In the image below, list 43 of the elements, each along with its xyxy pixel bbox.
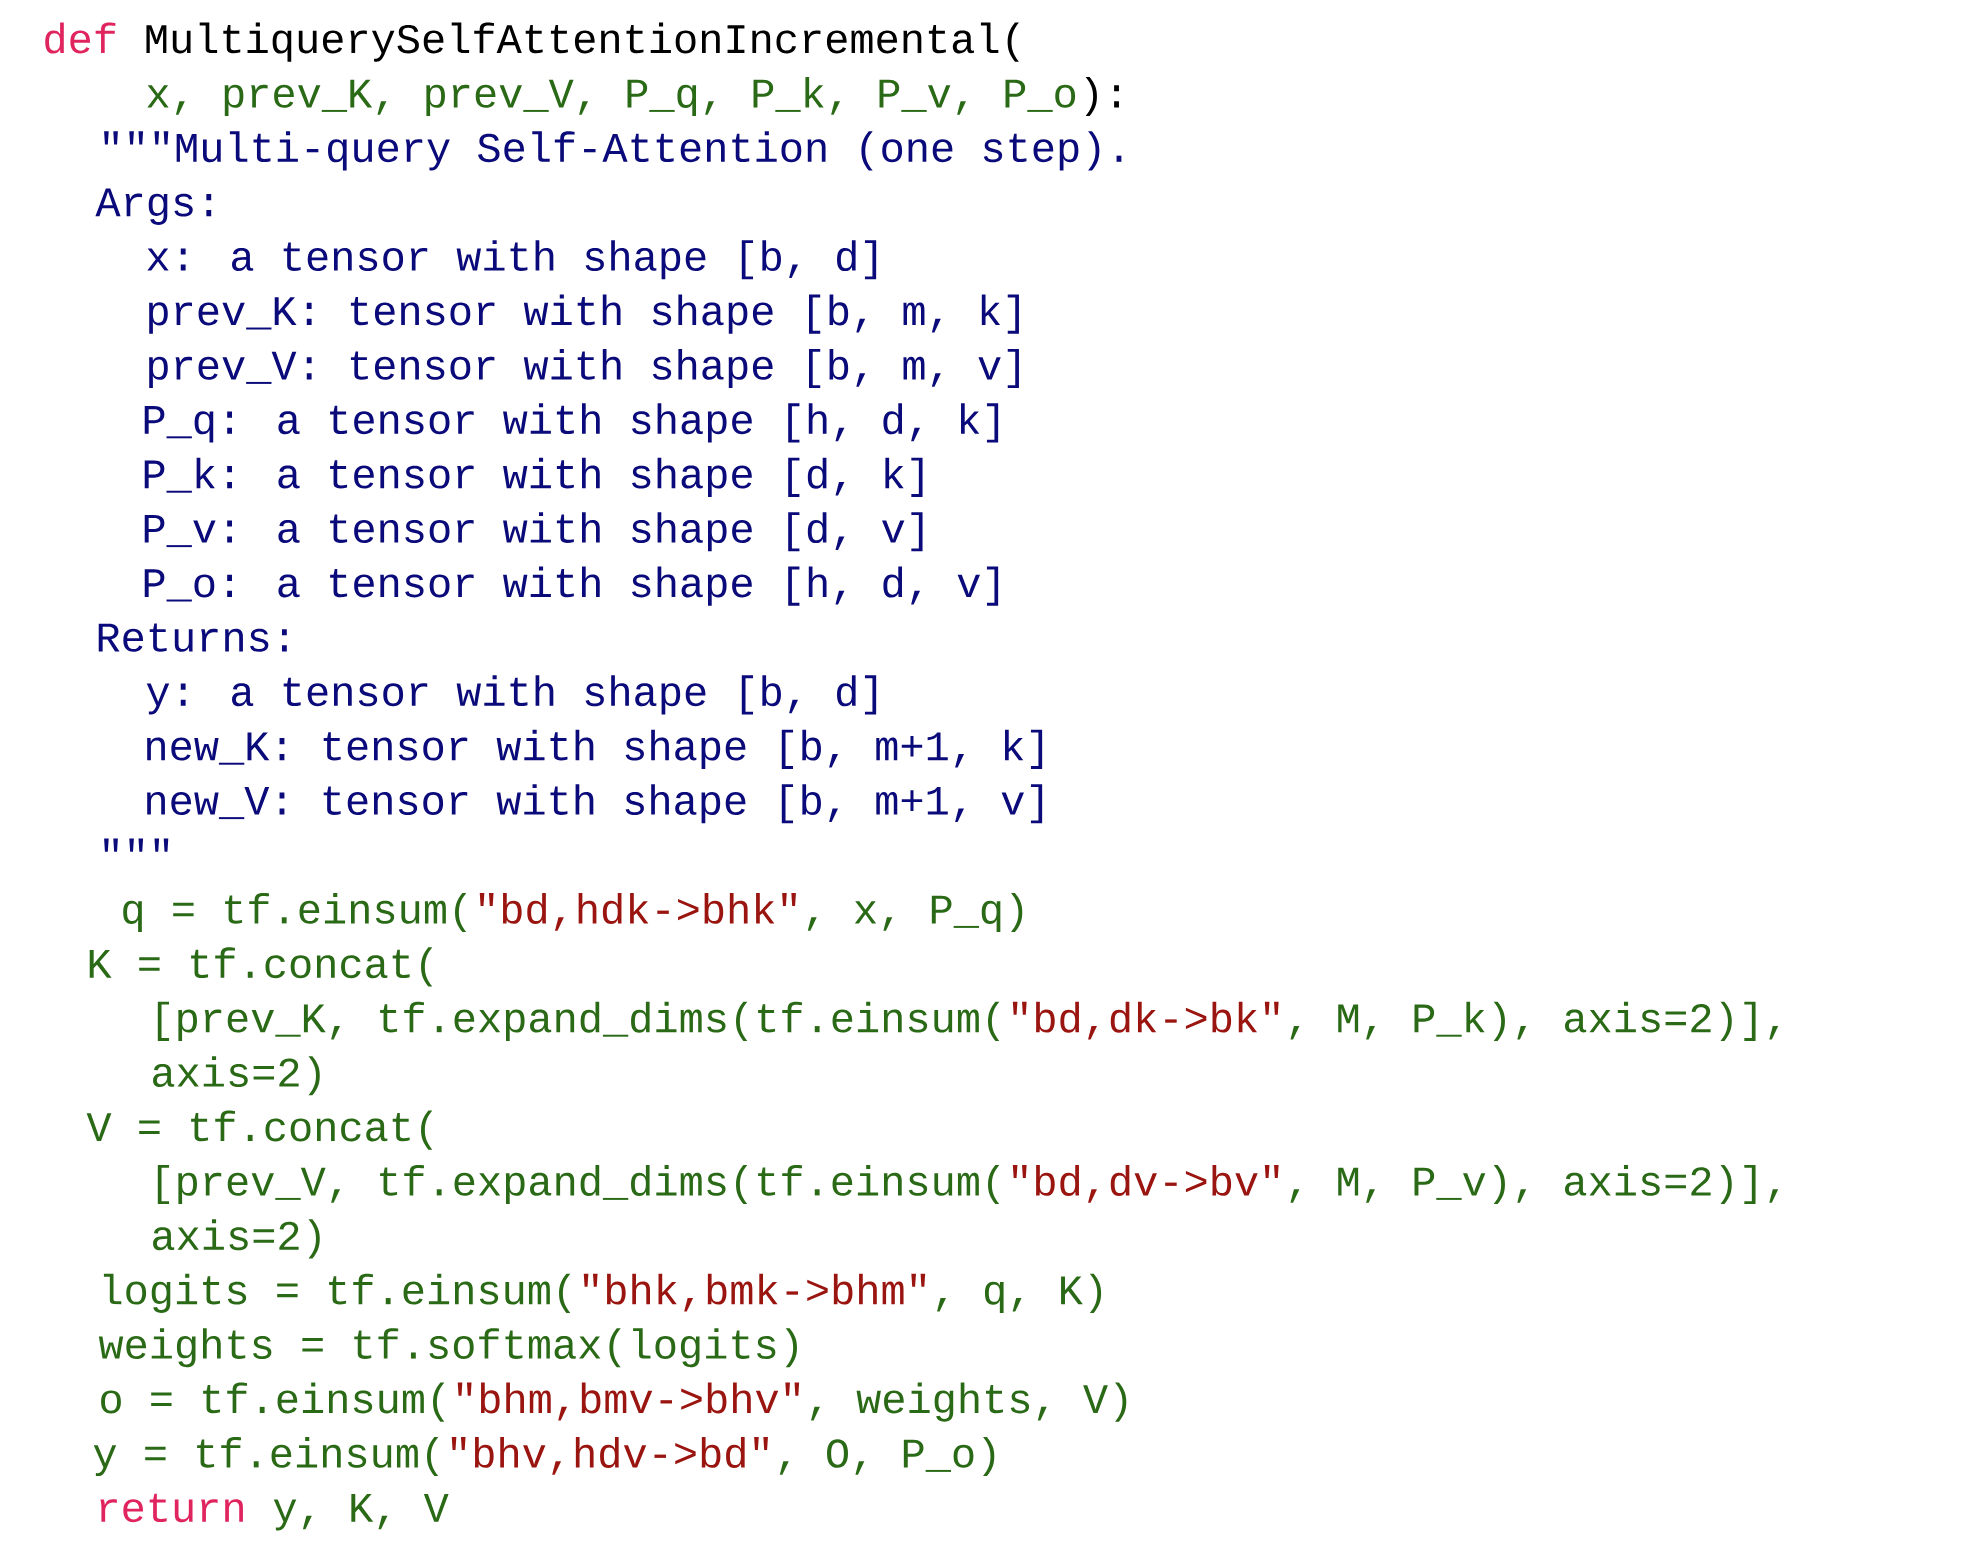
code-text: [prev_K, tf.expand_dims(tf.einsum( bbox=[157, 1001, 1000, 1041]
docstring-text: prev_V: tensor with shape [b, m, v] bbox=[149, 349, 1019, 389]
code-text: x, prev_K, prev_V, P_q, P_k, P_v, P_o bbox=[147, 77, 1076, 117]
code-text: [prev_V, tf.expand_dims(tf.einsum( bbox=[157, 1165, 1000, 1205]
string-literal: "bd,hdk->bhk" bbox=[479, 893, 796, 931]
code-text: o = tf.einsum( bbox=[101, 1382, 445, 1422]
code-text: axis=2) bbox=[153, 1056, 320, 1096]
string-literal: "bhk,bmk->bhm" bbox=[583, 1273, 926, 1312]
code-text: q = tf.einsum( bbox=[123, 893, 467, 933]
string-literal: "bd,dv->bv" bbox=[1012, 1165, 1279, 1203]
docstring-text: P_q: a tensor with shape [h, d, k] bbox=[144, 403, 999, 443]
docstring-text: Args: bbox=[95, 188, 212, 225]
code-text: , M, P_k), axis=2)], bbox=[1290, 1001, 1779, 1041]
docstring-text: y: a tensor with shape [b, d] bbox=[146, 675, 877, 715]
docstring-text: """ bbox=[104, 838, 169, 852]
string-literal: "bhv,hdv->bd" bbox=[451, 1437, 768, 1475]
docstring-text: """Multi-query Self-Attention (one step). bbox=[104, 131, 1122, 171]
docstring-text: Returns: bbox=[98, 623, 287, 652]
code-text: , q, K) bbox=[937, 1273, 1102, 1313]
code-text: , x, P_q) bbox=[807, 893, 1023, 933]
code-text: , O, P_o) bbox=[779, 1437, 995, 1477]
code-text: axis=2) bbox=[153, 1219, 320, 1259]
code-text: y = tf.einsum( bbox=[93, 1437, 439, 1477]
code-text: weights = tf.softmax(logits) bbox=[98, 1328, 797, 1368]
code-text: logits = tf.einsum( bbox=[103, 1273, 571, 1313]
docstring-text: prev_K: tensor with shape [b, m, k] bbox=[149, 294, 1019, 334]
docstring-text: new_V: tensor with shape [b, m+1, v] bbox=[147, 784, 1043, 824]
code-text: K = tf.concat( bbox=[89, 947, 433, 987]
code-keyword: def bbox=[45, 22, 116, 54]
string-literal: "bhm,bmv->bhv" bbox=[457, 1382, 800, 1421]
code-text: y, K, V bbox=[273, 1494, 449, 1531]
code-text: , weights, V) bbox=[811, 1382, 1127, 1422]
docstring-text: new_K: tensor with shape [b, m+1, k] bbox=[147, 729, 1043, 769]
code-text: , M, P_v), axis=2)], bbox=[1290, 1165, 1779, 1205]
code-keyword: return bbox=[100, 1493, 243, 1523]
docstring-text: P_k: a tensor with shape [d, k] bbox=[144, 457, 923, 497]
docstring-text: P_v: a tensor with shape [d, v] bbox=[144, 512, 923, 552]
code-text: MultiquerySelfAttentionIncremental( bbox=[146, 22, 1019, 62]
docstring-text: P_o: a tensor with shape [h, d, v] bbox=[144, 566, 999, 606]
docstring-text: x: a tensor with shape [b, d] bbox=[147, 240, 877, 280]
string-literal: "bd,dk->bk" bbox=[1012, 1001, 1279, 1040]
code-text: V = tf.concat( bbox=[86, 1110, 433, 1150]
code-text: ): bbox=[1085, 77, 1119, 117]
